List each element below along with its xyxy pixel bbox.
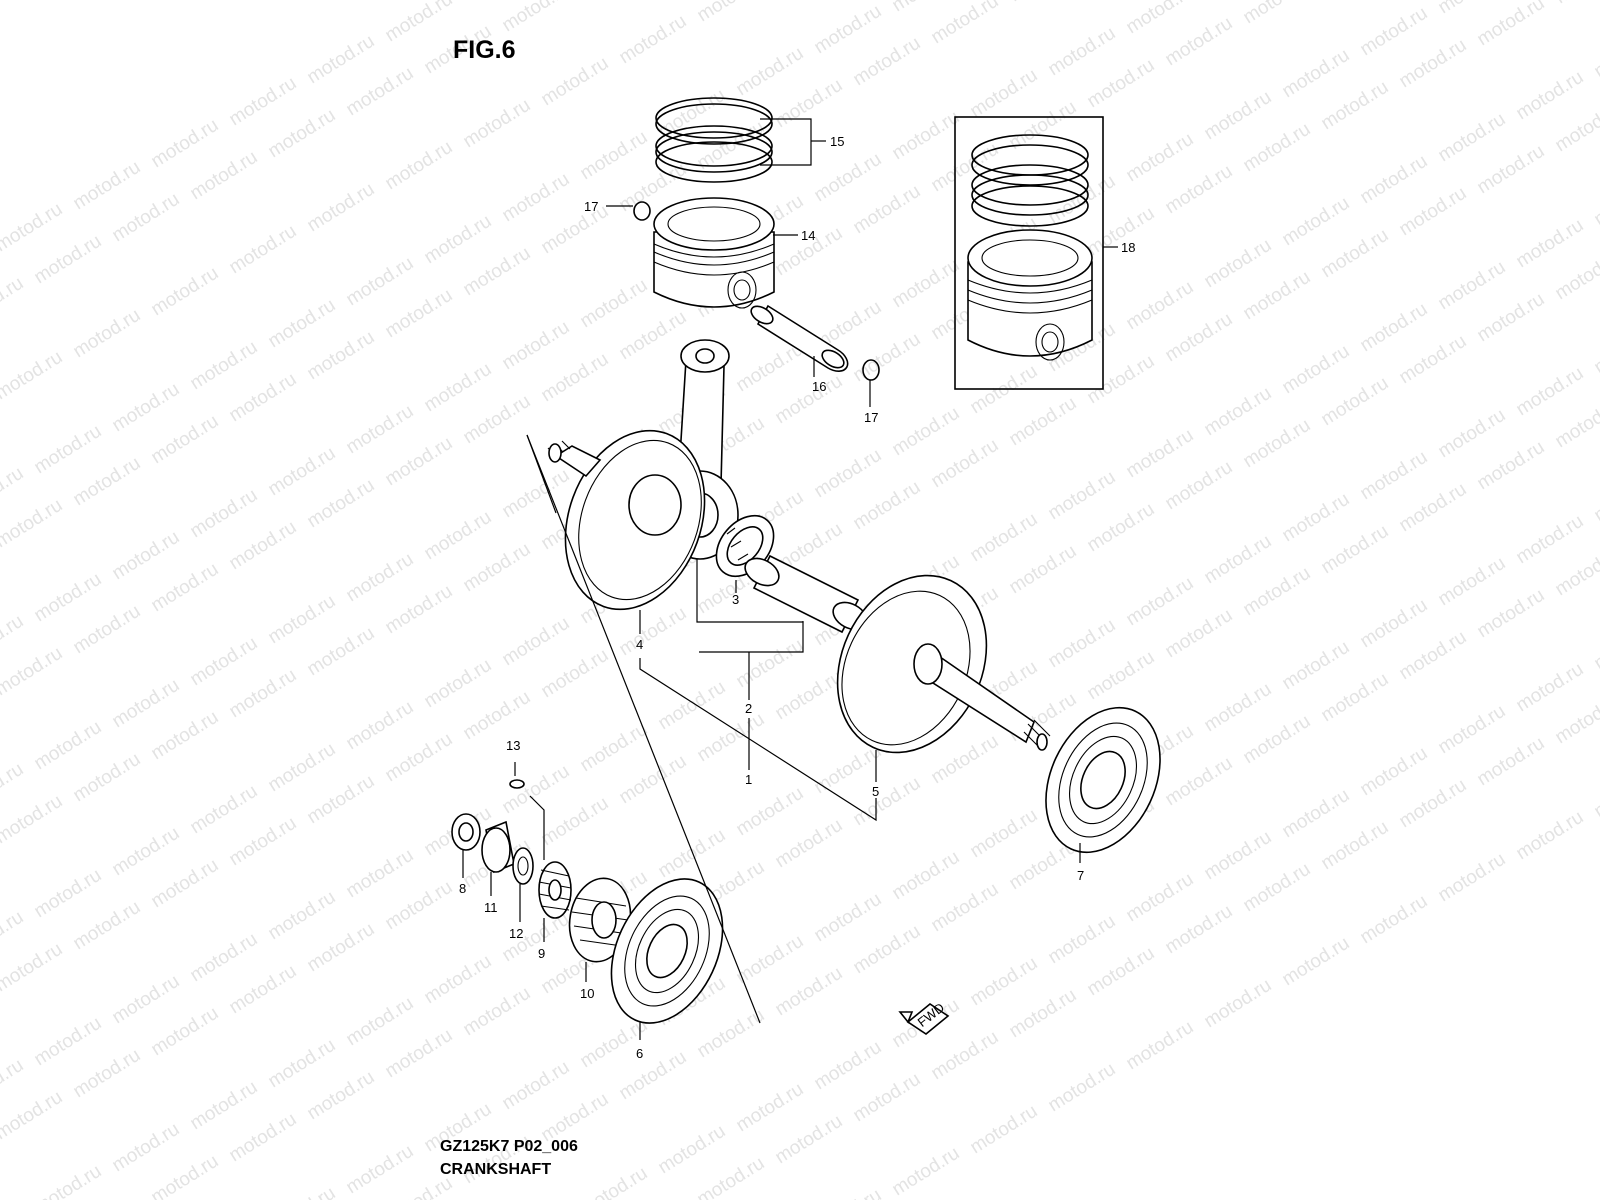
piston-pin — [750, 304, 849, 372]
crank-pin — [744, 554, 868, 634]
crank-web-right — [836, 574, 1051, 754]
leader-lines — [462, 118, 1118, 1040]
callout-18: 18 — [1121, 240, 1135, 255]
callout-12: 12 — [509, 926, 523, 941]
fwd-arrow-icon: FWD — [898, 1000, 950, 1035]
callout-2: 2 — [745, 701, 752, 716]
callout-6: 6 — [636, 1046, 643, 1061]
callout-10: 10 — [580, 986, 594, 1001]
figure-title: FIG.6 — [453, 36, 516, 64]
callout-3: 3 — [732, 592, 739, 607]
callout-17-top: 17 — [584, 199, 598, 214]
piston-kit-box — [954, 116, 1104, 390]
key-13 — [509, 779, 525, 789]
callout-8: 8 — [459, 881, 466, 896]
callout-4: 4 — [636, 637, 643, 652]
callout-5: 5 — [872, 784, 879, 799]
diagram-code: GZ125K7 P02_006 — [440, 1138, 578, 1155]
callout-9: 9 — [538, 946, 545, 961]
callout-11: 11 — [484, 900, 498, 915]
callout-labels: 1 2 3 4 5 6 7 8 9 10 11 12 13 14 15 16 1… — [459, 134, 1135, 1061]
piston — [653, 197, 775, 309]
callout-13: 13 — [506, 738, 520, 753]
bearing-left — [610, 878, 724, 1024]
crank-web-left — [547, 429, 706, 611]
circlip-right — [862, 359, 880, 381]
bearing-right — [1045, 706, 1161, 854]
callout-1: 1 — [745, 772, 752, 787]
diagram-name: CRANKSHAFT — [440, 1161, 552, 1178]
callout-16: 16 — [812, 379, 826, 394]
circlip-left — [633, 201, 651, 221]
washer-12 — [512, 847, 534, 885]
callout-14: 14 — [801, 228, 815, 243]
gear-9 — [538, 861, 572, 919]
callout-7: 7 — [1077, 868, 1084, 883]
callout-15: 15 — [830, 134, 844, 149]
oil-seal-8 — [451, 813, 481, 851]
spacer-11 — [481, 820, 515, 874]
assembly-bracket — [526, 434, 761, 1024]
piston-rings — [655, 97, 773, 183]
gear-10 — [568, 877, 632, 963]
callout-17-right: 17 — [864, 410, 878, 425]
